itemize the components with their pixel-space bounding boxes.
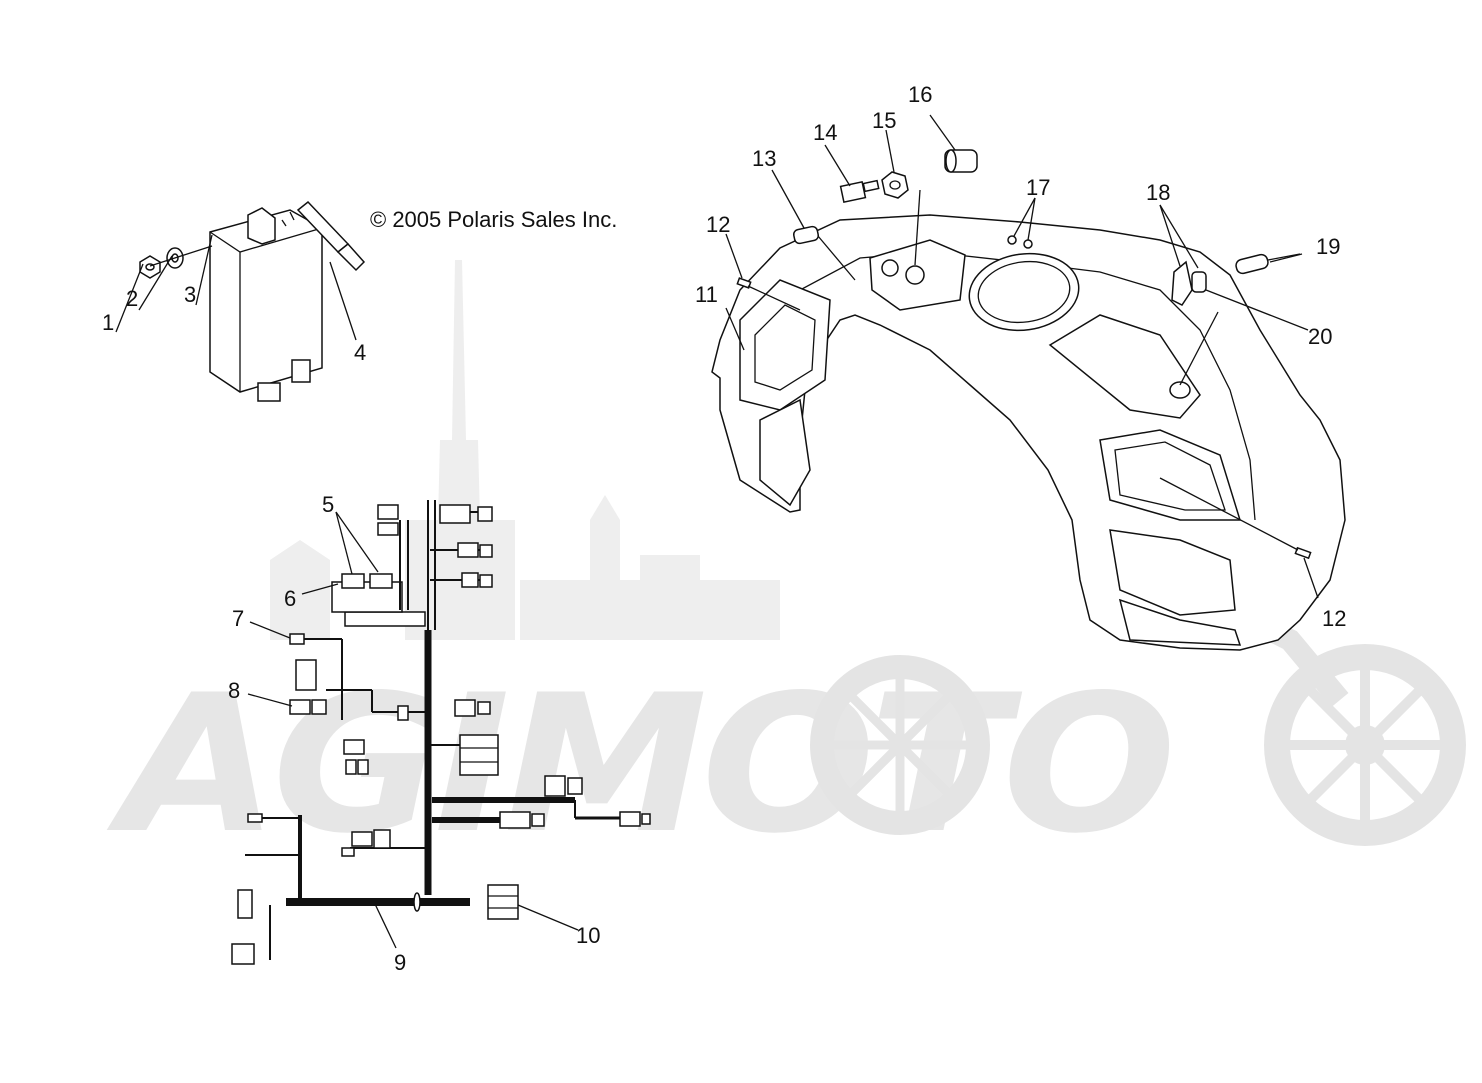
leader-12b	[1303, 557, 1319, 599]
bolt-part	[281, 200, 366, 272]
ignition-nut-part	[881, 171, 909, 199]
callout-labels: 1 2 3 4 5 6 7 8 9 10 11 12 12 13 14 15 1…	[102, 82, 1346, 975]
leader-13b	[817, 235, 856, 281]
copyright-text: © 2005 Polaris Sales Inc.	[370, 207, 617, 232]
callout-1: 1	[102, 310, 114, 335]
callout-18: 18	[1146, 180, 1170, 205]
leader-14	[824, 144, 851, 187]
callout-7: 7	[232, 606, 244, 631]
leader-16	[929, 114, 956, 151]
cdi-box-assembly	[115, 200, 366, 402]
callout-19: 19	[1316, 234, 1340, 259]
leader-15	[885, 129, 895, 173]
callout-11: 11	[695, 282, 718, 307]
key-part	[839, 179, 880, 204]
leader-1	[115, 263, 144, 333]
leader-6	[301, 583, 339, 595]
leader-12a-b	[747, 285, 801, 311]
callout-2: 2	[126, 286, 138, 311]
leader-9	[374, 903, 397, 949]
leader-17a	[1013, 197, 1036, 237]
leader-2	[138, 255, 173, 311]
callout-5: 5	[322, 492, 334, 517]
leader-3b	[149, 245, 213, 267]
watermark-text: AGIMOTO	[106, 654, 1170, 875]
leader-12b-b	[1159, 477, 1299, 551]
watermark-wheel-icon	[810, 590, 1466, 846]
leader-7	[249, 621, 291, 639]
leader-8	[247, 693, 293, 707]
callout-12b: 12	[1322, 606, 1346, 631]
callout-15: 15	[872, 108, 896, 133]
callout-16: 16	[908, 82, 932, 107]
callout-10: 10	[576, 923, 600, 948]
callout-3: 3	[184, 282, 196, 307]
watermark-castle	[270, 260, 780, 640]
leader-16b	[914, 189, 921, 266]
callout-8: 8	[228, 678, 240, 703]
leader-17b	[1027, 197, 1036, 241]
switch-cap-part	[944, 149, 978, 173]
leader-19	[1269, 253, 1303, 263]
leader-18a	[1159, 204, 1181, 267]
screw-part-17	[1007, 235, 1033, 249]
leader-13	[771, 169, 805, 229]
callout-4: 4	[354, 340, 366, 365]
leader-5a	[335, 511, 353, 575]
callout-13: 13	[752, 146, 776, 171]
switch-part-18	[1171, 260, 1207, 306]
leader-20	[1205, 289, 1309, 331]
callout-12a: 12	[706, 212, 730, 237]
cdi-box-part	[209, 207, 323, 402]
callout-6: 6	[284, 586, 296, 611]
screw-part-12a	[736, 277, 752, 289]
bulb-part-19	[1235, 253, 1301, 275]
leader-10	[517, 904, 579, 931]
wiring-harness	[231, 500, 651, 965]
leader-4	[329, 261, 357, 341]
gauge-opening	[968, 252, 1080, 332]
leader-20b	[1179, 311, 1219, 386]
leader-18b	[1159, 204, 1199, 269]
screw-part-12b	[1294, 546, 1312, 560]
leader-5b	[335, 511, 379, 573]
plug-part	[792, 225, 820, 245]
leader-11	[725, 307, 745, 351]
callout-14: 14	[813, 120, 837, 145]
callout-9: 9	[394, 950, 406, 975]
leader-12a	[725, 233, 743, 279]
callout-17: 17	[1026, 175, 1050, 200]
watermark: AGIMOTO	[106, 260, 1466, 875]
callout-20: 20	[1308, 324, 1332, 349]
nut-part	[139, 255, 161, 279]
dash-panel-assembly	[711, 114, 1346, 651]
